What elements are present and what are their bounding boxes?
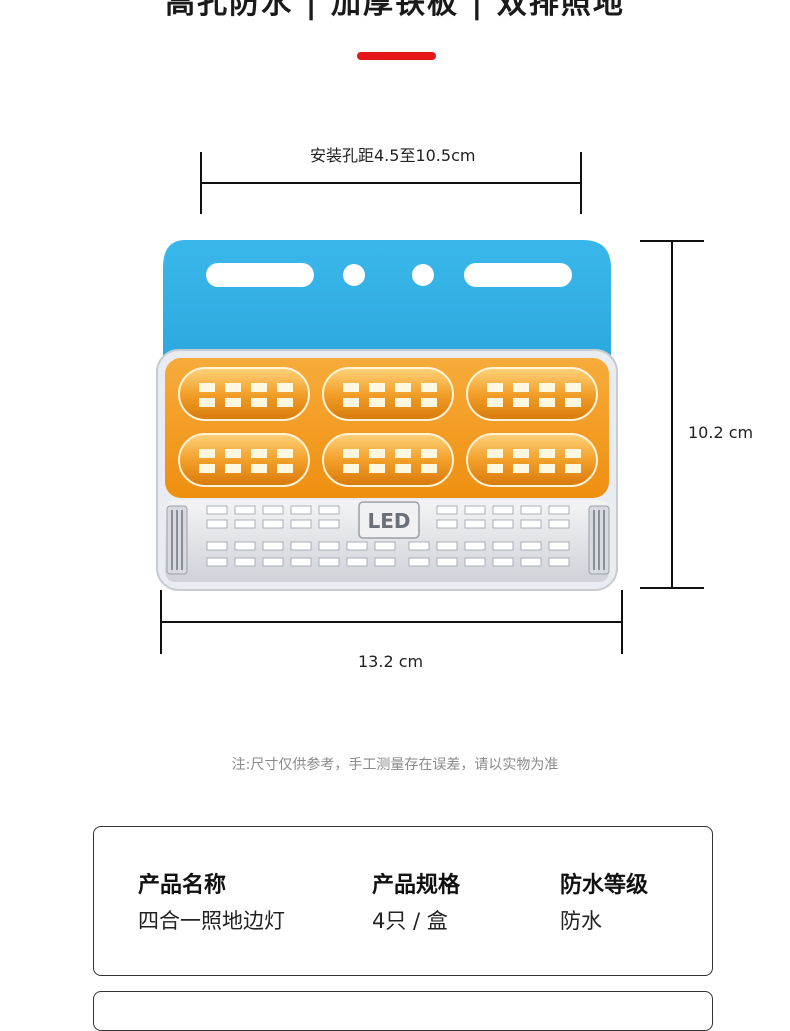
- spec-value: 防水: [560, 909, 602, 933]
- led-badge-text: LED: [367, 509, 410, 533]
- spec-waterproof: 防水等级 防水: [560, 867, 648, 935]
- spec-table: 产品名称 四合一照地边灯 产品规格 4只 / 盒 防水等级 防水: [93, 826, 713, 976]
- spec-label: 防水等级: [560, 873, 649, 898]
- bracket-hole-left: [343, 264, 365, 286]
- bracket-slot-left: [206, 263, 314, 287]
- spec-value: 四合一照地边灯: [138, 909, 285, 933]
- measurement-note: 注:尺寸仅供参考，手工测量存在误差，请以实物为准: [231, 757, 559, 773]
- white-led-chips: [206, 505, 570, 567]
- bracket-hole-right: [412, 264, 434, 286]
- spec-product-name: 产品名称 四合一照地边灯: [138, 867, 285, 935]
- spec-value: 4只 / 盒: [372, 909, 448, 933]
- mount-hole-dimension-line: [200, 182, 582, 184]
- led-side-light-image: LED: [156, 240, 618, 591]
- spec-product-size: 产品规格 4只 / 盒: [372, 867, 460, 935]
- housing-grille: [166, 505, 610, 575]
- spec-label: 产品规格: [372, 873, 461, 898]
- width-dimension-line: [160, 621, 623, 623]
- amber-led-chips: [199, 383, 581, 473]
- page-title: 高孔防水 | 加厚铁板 | 双排照地: [165, 0, 625, 21]
- led-badge: [358, 501, 420, 539]
- spec-table-next: [93, 991, 713, 1031]
- title-underline: [357, 52, 436, 60]
- height-dimension-label: 10.2 cm: [688, 423, 754, 442]
- width-dimension-label: 13.2 cm: [358, 652, 424, 671]
- mount-hole-dimension-label: 安装孔距4.5至10.5cm: [310, 146, 476, 165]
- spec-label: 产品名称: [138, 873, 227, 898]
- bracket-slot-right: [464, 263, 572, 287]
- height-dimension-line: [671, 240, 673, 589]
